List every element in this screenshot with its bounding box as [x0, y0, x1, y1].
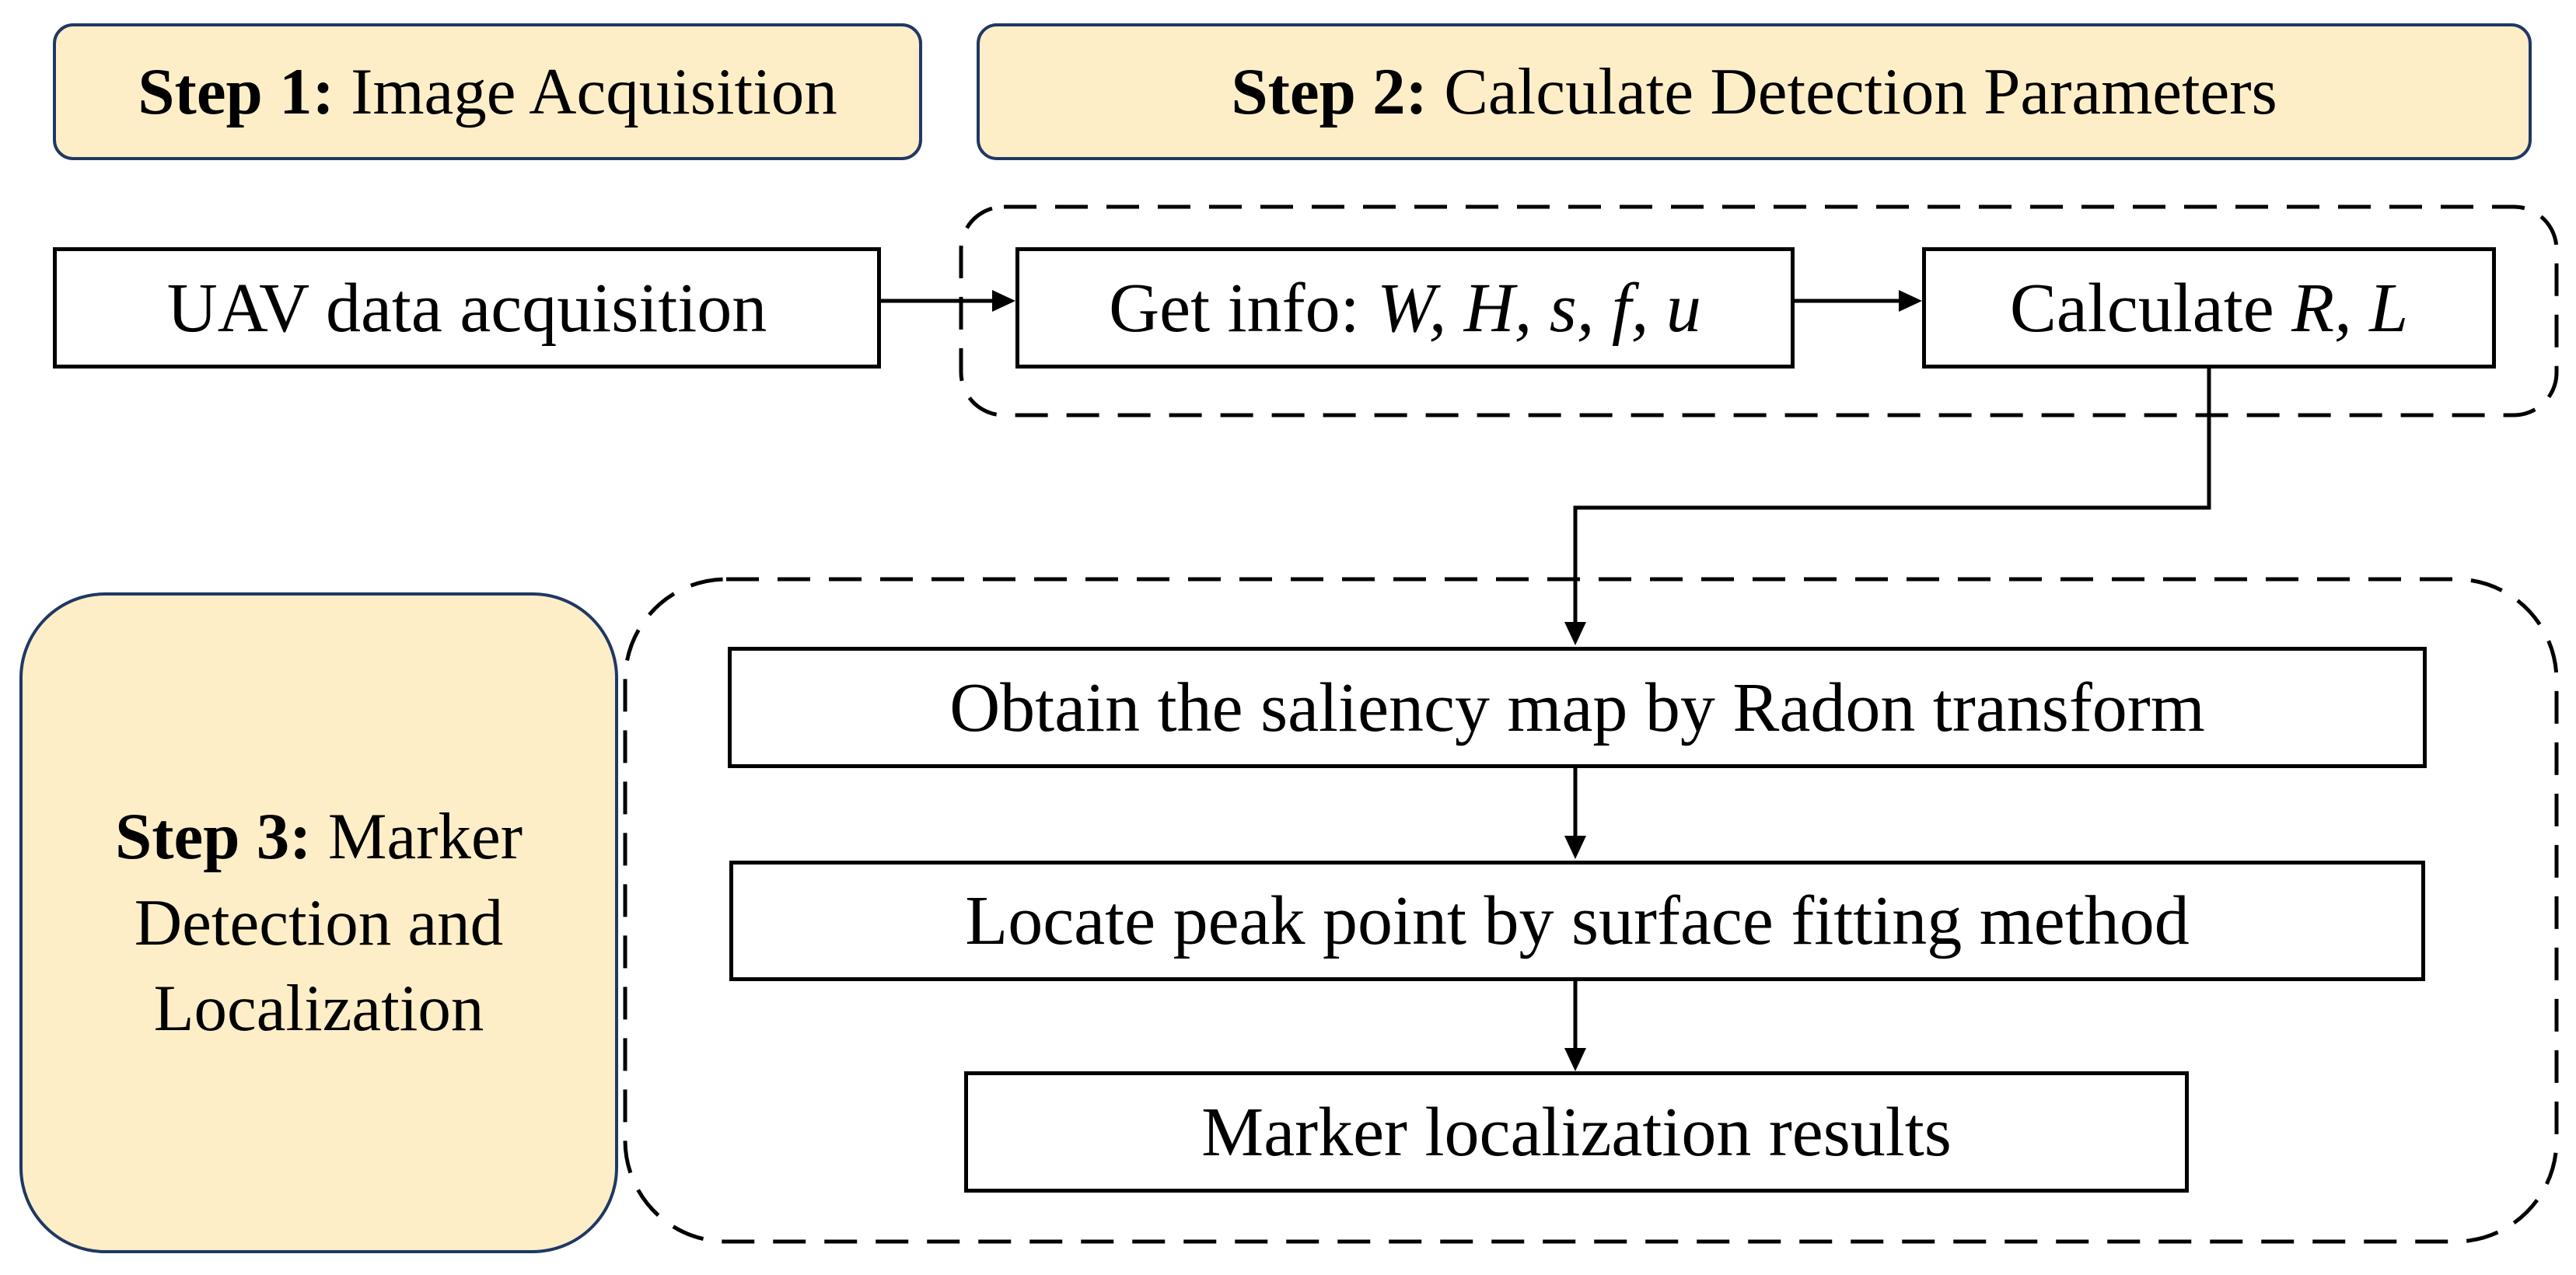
step3-label: Step 3:	[114, 800, 312, 874]
marker-localization-results-box: Marker localization results	[964, 1071, 2189, 1193]
step1-header: Step 1: Image Acquisition	[53, 23, 922, 160]
get-info-variables: W, H, s, f, u	[1377, 269, 1701, 347]
saliency-map-box: Obtain the saliency map by Radon transfo…	[728, 647, 2427, 768]
get-info-prefix: Get info:	[1109, 269, 1378, 347]
step1-title: Image Acquisition	[351, 55, 837, 128]
arrow-calculate-to-saliency	[1573, 369, 2211, 634]
arrow-saliency-to-peak-head	[1564, 836, 1586, 859]
calculate-box: Calculate R, L	[1922, 247, 2496, 369]
peak-point-box: Locate peak point by surface fitting met…	[729, 861, 2425, 981]
uav-data-acquisition-box: UAV data acquisition	[53, 247, 881, 369]
calculate-variables: R, L	[2291, 269, 2409, 347]
uav-data-acquisition-label: UAV data acquisition	[166, 269, 767, 347]
step3-title-line2: Detection and	[134, 886, 504, 959]
saliency-map-label: Obtain the saliency map by Radon transfo…	[949, 669, 2205, 746]
step3-title-line3: Localization	[153, 972, 484, 1046]
step1-label: Step 1:	[138, 55, 334, 128]
get-info-box: Get info: W, H, s, f, u	[1015, 247, 1795, 369]
step3-header: Step 3: Marker Detection and Localizatio…	[19, 592, 618, 1253]
step2-title: Calculate Detection Parameters	[1444, 55, 2277, 128]
arrow-uav-to-getinfo-head	[992, 290, 1015, 312]
step2-header: Step 2: Calculate Detection Parameters	[977, 23, 2532, 160]
marker-localization-results-label: Marker localization results	[1201, 1093, 1952, 1171]
step3-dashed-group	[623, 577, 2559, 1244]
step2-label: Step 2:	[1231, 55, 1428, 128]
arrow-peak-to-results-head	[1564, 1048, 1586, 1071]
step2-dashed-group	[959, 204, 2559, 417]
calculate-prefix: Calculate	[2009, 269, 2292, 347]
step3-title-line1: Marker	[327, 800, 523, 874]
arrow-calculate-to-saliency-head	[1564, 622, 1586, 645]
arrow-getinfo-to-calculate-head	[1899, 290, 1922, 312]
peak-point-label: Locate peak point by surface fitting met…	[965, 882, 2190, 959]
